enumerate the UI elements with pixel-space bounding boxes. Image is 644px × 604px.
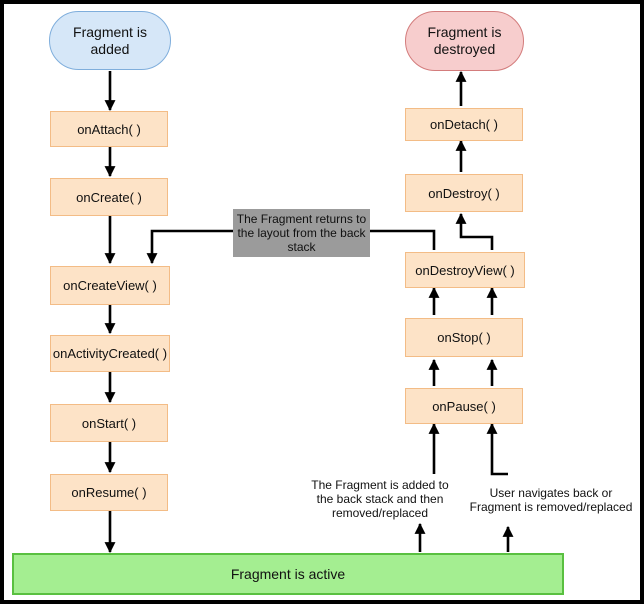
arrow-return-into-createview xyxy=(146,229,233,265)
on-create-step: onCreate( ) xyxy=(50,178,168,216)
user-navigates-back-note: User navigates back or Fragment is remov… xyxy=(469,486,633,514)
fragment-added-node: Fragment is added xyxy=(49,11,171,70)
back-stack-return-note: The Fragment returns to the layout from … xyxy=(233,209,370,257)
on-create-view-step: onCreateView( ) xyxy=(50,266,170,305)
on-pause-step: onPause( ) xyxy=(405,388,523,424)
arrow-navigate-back-to-pause xyxy=(486,422,508,476)
on-destroy-view-step: onDestroyView( ) xyxy=(405,252,525,288)
on-destroy-step: onDestroy( ) xyxy=(405,174,523,212)
fragment-destroyed-node: Fragment is destroyed xyxy=(405,11,524,71)
added-to-back-stack-note: The Fragment is added to the back stack … xyxy=(311,478,449,520)
on-start-step: onStart( ) xyxy=(50,404,168,442)
on-stop-step: onStop( ) xyxy=(405,318,523,357)
diagram-canvas: Fragment is added onAttach( ) onCreate( … xyxy=(4,4,640,600)
on-detach-step: onDetach( ) xyxy=(405,108,523,141)
on-attach-step: onAttach( ) xyxy=(50,111,168,147)
flow-connectors xyxy=(104,70,514,554)
on-activity-created-step: onActivityCreated( ) xyxy=(50,335,170,372)
on-resume-step: onResume( ) xyxy=(50,474,168,511)
arrow-destroyview-to-destroy xyxy=(455,212,494,250)
fragment-active-node: Fragment is active xyxy=(12,553,564,595)
